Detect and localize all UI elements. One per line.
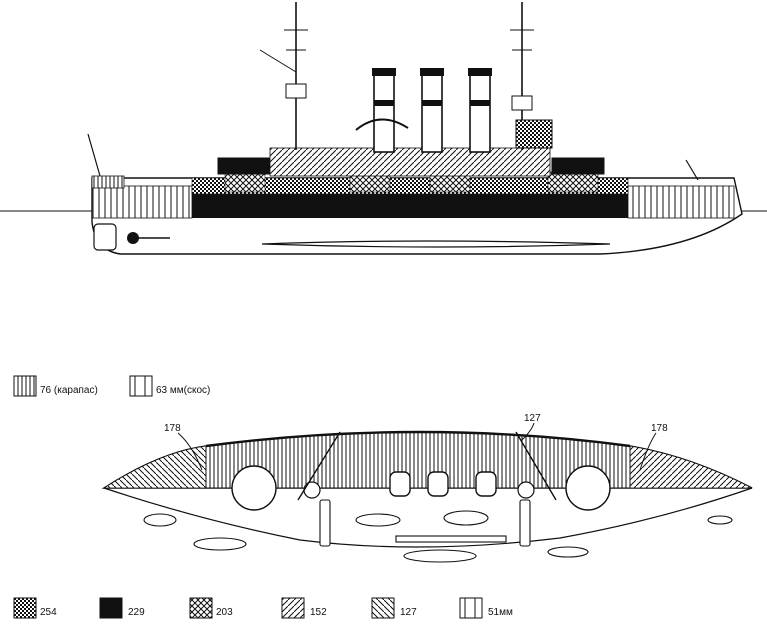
stern-flagstaff xyxy=(87,133,101,177)
bottom-legend: 254 229 203 152 127 51мм xyxy=(13,597,513,619)
legend-label-254: 254 xyxy=(40,607,57,618)
secondary-mount-right xyxy=(517,481,535,499)
legend-label-152: 152 xyxy=(310,607,327,618)
bulkhead-right xyxy=(515,431,557,501)
legend-swatch-127 xyxy=(371,597,395,619)
main-belt xyxy=(192,194,628,218)
leader-right-178 xyxy=(639,432,657,471)
uptake-2 xyxy=(427,471,449,497)
legend-label-203: 203 xyxy=(216,607,233,618)
label-mid-127: 127 xyxy=(524,413,541,424)
rudder xyxy=(93,223,117,251)
bow-flagstaff xyxy=(685,159,699,181)
legend-swatch-229 xyxy=(99,597,123,619)
lower-deck-details xyxy=(143,499,733,563)
side-profile xyxy=(0,2,767,255)
uptake-3 xyxy=(475,471,497,497)
secondary-mount-left xyxy=(303,481,321,499)
stern-hatched-area xyxy=(91,185,193,219)
legend-swatch-51 xyxy=(459,597,483,619)
leader-mid-127 xyxy=(521,422,535,441)
legend-label-51: 51мм xyxy=(488,607,513,618)
label-left-178: 178 xyxy=(164,423,181,434)
stern-gallery xyxy=(91,175,125,189)
legend-label-229: 229 xyxy=(128,607,145,618)
crane xyxy=(355,118,409,131)
label-right-178: 178 xyxy=(651,423,668,434)
legend-label-slope: 63 мм(скос) xyxy=(156,385,210,396)
legend-swatch-254 xyxy=(13,597,37,619)
casemate-cross-4 xyxy=(547,171,599,193)
casemate-cross xyxy=(224,171,266,193)
aft-barbette xyxy=(231,465,277,511)
uptake-1 xyxy=(389,471,411,497)
superstructure xyxy=(269,147,551,177)
plan-stern-armor xyxy=(102,445,207,489)
aft-turret xyxy=(217,157,271,175)
funnels xyxy=(372,68,492,153)
casemate-band xyxy=(191,177,629,195)
bulkhead-left xyxy=(297,431,341,501)
bilge-keel xyxy=(261,240,611,248)
legend-swatch-carapace xyxy=(13,375,37,397)
fore-barbette xyxy=(565,465,611,511)
leader-left-178 xyxy=(177,432,203,471)
legend-swatch-slope xyxy=(129,375,153,397)
plan-view: 178 127 178 xyxy=(101,413,753,563)
bow-hatched-area xyxy=(627,185,735,219)
plan-bow-armor xyxy=(629,445,753,489)
legend-label-127: 127 xyxy=(400,607,417,618)
plan-deck-edge xyxy=(205,430,631,448)
legend-swatch-203 xyxy=(189,597,213,619)
fore-turret xyxy=(551,157,605,175)
legend-swatch-152 xyxy=(281,597,305,619)
legend-label-carapace: 76 (карапас) xyxy=(40,385,98,396)
plan-hull-lower xyxy=(103,487,753,548)
profile-legend: 76 (карапас) 63 мм(скос) xyxy=(13,375,210,397)
masts xyxy=(259,2,553,150)
